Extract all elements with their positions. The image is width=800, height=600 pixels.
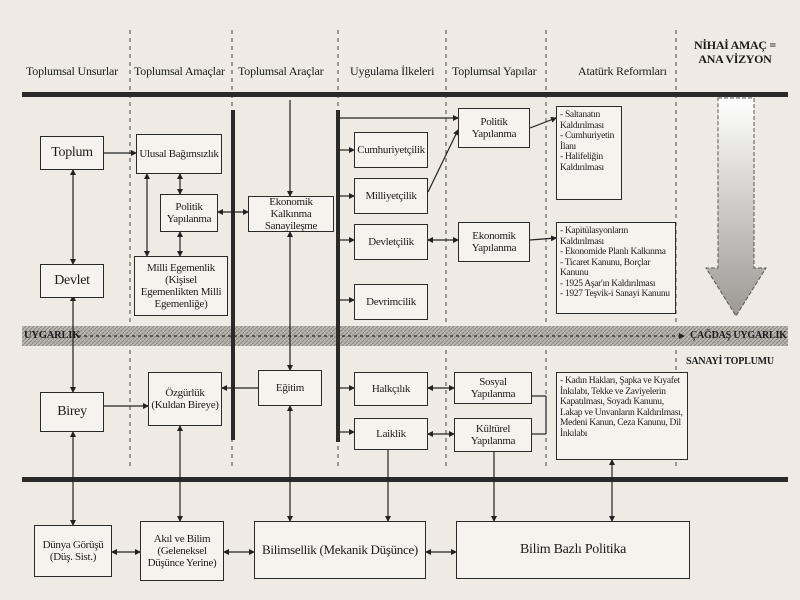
node-devrimcilik: Devrimcilik <box>354 284 428 320</box>
bottom-rule <box>22 477 788 482</box>
vision-arrow <box>705 97 767 317</box>
node-milliyetcilik: Milliyetçilik <box>354 178 428 214</box>
trunk-right <box>336 110 340 442</box>
reform-item: - Kadın Hakları, Şapka ve Kıyafet İnkıla… <box>560 376 683 439</box>
ultimate-goal-line1: NİHAİ AMAÇ = <box>694 38 776 52</box>
reforms-social: - Kadın Hakları, Şapka ve Kıyafet İnkıla… <box>556 372 688 460</box>
node-milli-egemenlik: Milli Egemenlik (Kişisel Egemenlikten Mi… <box>134 256 228 316</box>
node-ekonomik-kalkinma: Ekonomik Kalkınma Sanayileşme <box>248 196 334 232</box>
band-label-uygarlik: UYGARLIK <box>24 330 81 341</box>
top-rule <box>22 92 788 97</box>
reform-item: - Kapitülasyonların Kaldırılması <box>560 226 628 247</box>
column-separators <box>129 30 677 470</box>
node-politik-yapilanma: Politik Yapılanma <box>458 108 530 148</box>
reforms-economic: - Kapitülasyonların Kaldırılması - Ekono… <box>556 222 676 314</box>
header-ataturk-reforms: Atatürk Reformları <box>578 64 667 78</box>
trunk-left <box>231 110 235 440</box>
band-label-sanayi-toplumu: SANAYİ TOPLUMU <box>686 356 774 367</box>
header-social-goals: Toplumsal Amaçlar <box>134 64 225 78</box>
node-laiklik: Laiklik <box>354 418 428 450</box>
node-kulturel-yapilanma: Kültürel Yapılanma <box>454 418 532 452</box>
node-politik-yapilanma-goal: Politik Yapılanma <box>160 194 218 232</box>
node-devletcilik: Devletçilik <box>354 224 428 260</box>
header-social-structures: Toplumsal Yapılar <box>452 64 537 78</box>
header-ultimate-goal: NİHAİ AMAÇ = ANA VİZYON <box>680 38 790 66</box>
node-ozgurluk: Özgürlük (Kuldan Bireye) <box>148 372 222 426</box>
node-devlet: Devlet <box>40 264 104 298</box>
reforms-political: - Saltanatın Kaldırılması - Cumhuriyetin… <box>556 106 622 200</box>
node-birey: Birey <box>40 392 104 432</box>
node-bilim-bazli-politika: Bilim Bazlı Politika <box>456 521 690 579</box>
ultimate-goal-line2: ANA VİZYON <box>698 52 772 66</box>
reform-item: - Cumhuriyetin İlanı <box>560 131 615 152</box>
node-egitim: Eğitim <box>258 370 322 406</box>
reform-item: - Halifeliğin Kaldırılması <box>560 152 604 173</box>
band-label-cagdas-uygarlik: ÇAĞDAŞ UYGARLIK <box>690 330 787 341</box>
reform-item: - Ticaret Kanunu, Borçlar Kanunu <box>560 257 651 279</box>
header-social-elements: Toplumsal Unsurlar <box>26 64 118 78</box>
reform-item: - 1925 Aşar'ın Kaldırılması <box>560 278 656 289</box>
node-ulusal-bagimsizlik: Ulusal Bağımsızlık <box>136 134 222 174</box>
node-cumhuriyetcilik: Cumhuriyetçilik <box>354 132 428 168</box>
reform-item: - Ekonomide Planlı Kalkınma <box>560 247 666 257</box>
header-principles: Uygulama İlkeleri <box>350 64 435 78</box>
node-bilimsellik: Bilimsellik (Mekanik Düşünce) <box>254 521 426 579</box>
node-toplum: Toplum <box>40 136 104 170</box>
header-social-tools: Toplumsal Araçlar <box>238 64 324 78</box>
node-halkcilik: Halkçılık <box>354 372 428 406</box>
reform-item: - 1927 Teşvik-i Sanayi Kanunu <box>560 289 670 299</box>
node-dunya-gorusu: Dünya Görüşü (Düş. Sist.) <box>34 525 112 577</box>
node-akil-ve-bilim: Akıl ve Bilim (Geleneksel Düşünce Yerine… <box>140 521 224 581</box>
reform-item: - Saltanatın Kaldırılması <box>560 110 604 131</box>
node-sosyal-yapilanma: Sosyal Yapılanma <box>454 372 532 404</box>
node-ekonomik-yapilanma: Ekonomik Yapılanma <box>458 222 530 262</box>
